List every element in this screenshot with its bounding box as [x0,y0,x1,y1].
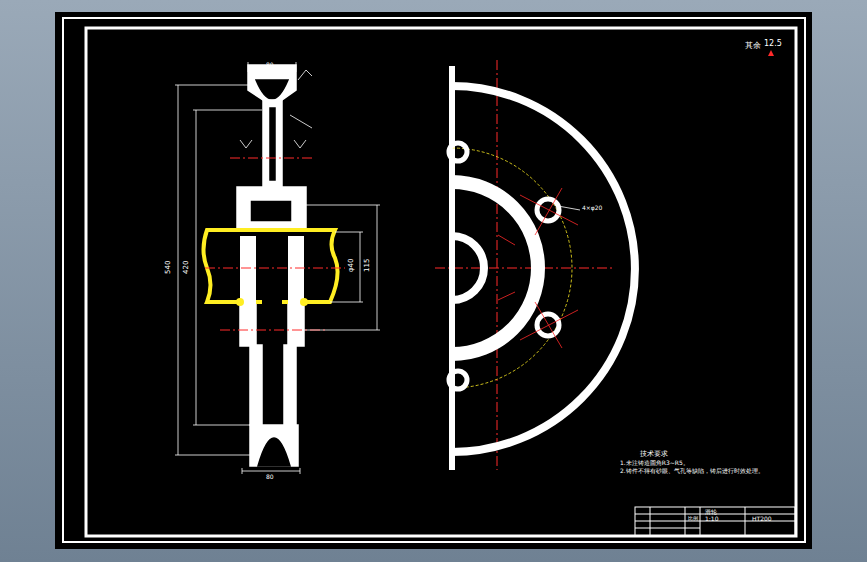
drawing-label: 比例 [688,516,698,521]
dimension-text: φ40 [348,258,355,272]
drawing-label: 80 [266,474,274,480]
drawing-label: HT200 [752,516,772,522]
drawing-label: 2.铸件不得有砂眼、气孔等缺陷，铸后进行时效处理。 [620,468,764,474]
drawing-label: 1:10 [705,516,718,522]
drawing-label: 技术要求 [640,451,668,458]
drawing-label: 80 [266,62,274,68]
drawing-label: 滑轮 [705,509,717,515]
dimension-text: 540 [165,261,172,274]
drawing-label: 其余 [745,42,761,50]
dimension-text: 115 [364,259,371,272]
dimension-text: 420 [183,261,190,274]
drawing-label: 4×φ20 [582,205,602,211]
drawing-label: 12.5 [764,40,782,48]
drawing-label: 1.未注铸造圆角R3~R5。 [620,460,689,466]
